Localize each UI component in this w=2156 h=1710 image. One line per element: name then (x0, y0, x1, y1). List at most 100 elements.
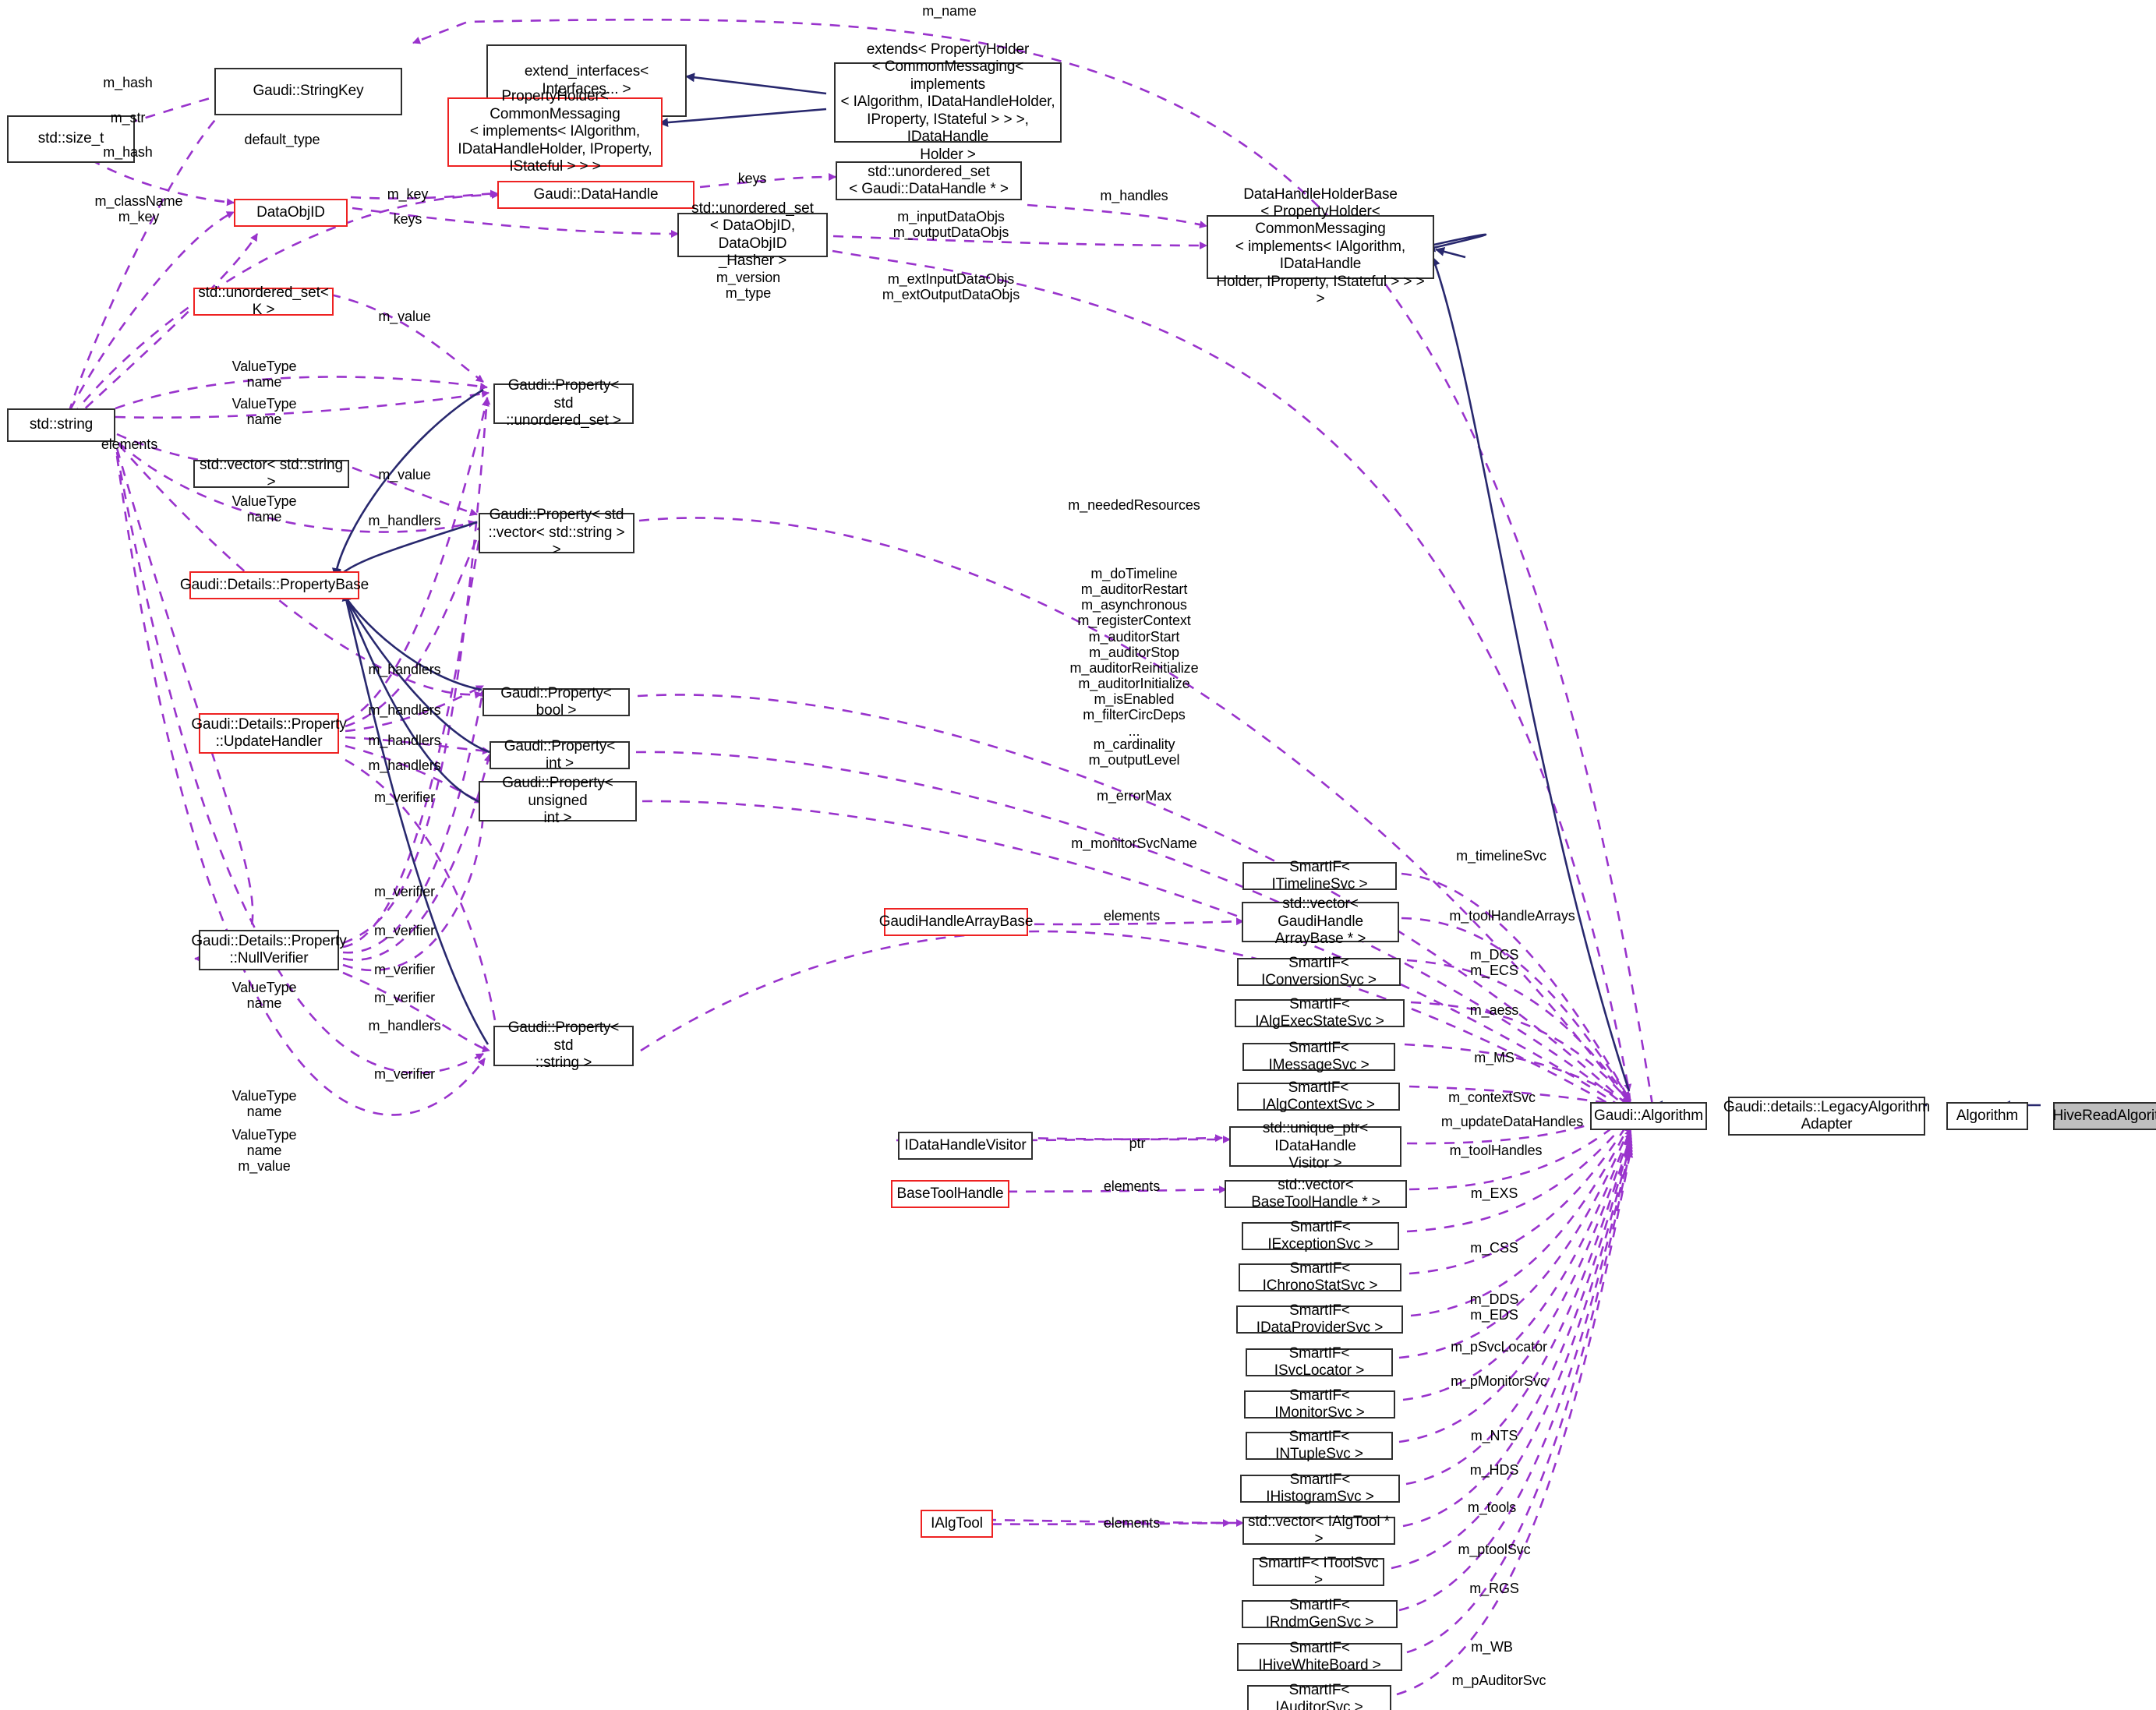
class-node-smartif_monitor[interactable]: SmartIF< IMonitorSvc > (1244, 1387, 1395, 1421)
edge-label-l_keys_uos: keys (737, 171, 767, 186)
edge-label-l_mnts: m_NTS (1470, 1428, 1518, 1443)
edge-label-l_mhash1: m_hash (103, 75, 153, 90)
class-node-smartif_hivewb[interactable]: SmartIF< IHiveWhiteBoard > (1237, 1640, 1402, 1673)
edge-label-l_flags: m_doTimeline m_auditorRestart m_asynchro… (1069, 566, 1199, 739)
edge-label-l_mcontextsvc: m_contextSvc (1448, 1090, 1536, 1105)
edge-label-l_mhandlers5: m_handlers (368, 1018, 441, 1033)
class-node-uos_dataobjid[interactable]: std::unordered_set < DataObjID, DataObjI… (677, 200, 828, 269)
class-node-smartif_dataprov[interactable]: SmartIF< IDataProviderSvc > (1236, 1302, 1403, 1336)
edge-label-l_mstr: m_str (110, 110, 146, 125)
edge-label-l_mvalue1: m_value (378, 309, 431, 324)
class-node-size_t[interactable]: std::size_t (7, 115, 135, 163)
class-node-datahandle[interactable]: Gaudi::DataHandle (497, 181, 695, 209)
edge-label-l_mtoolhandles: m_toolHandles (1449, 1143, 1543, 1158)
class-node-gaudi_algorithm[interactable]: Gaudi::Algorithm (1590, 1102, 1707, 1130)
class-node-smartif_msg[interactable]: SmartIF< IMessageSvc > (1242, 1040, 1395, 1073)
class-node-vec_string[interactable]: std::vector< std::string > (193, 457, 349, 490)
edge-label-l_mcss: m_CSS (1470, 1240, 1518, 1256)
edge-label-l_mhandlers3: m_handlers (368, 733, 441, 748)
class-node-dataobjid[interactable]: DataObjID (234, 199, 348, 227)
class-node-nullverifier[interactable]: Gaudi::Details::Property ::NullVerifier (191, 930, 347, 970)
edge-label-l_mkey_dh: m_key (387, 186, 429, 202)
class-node-hivereadalgorithm[interactable]: HiveReadAlgorithm (2053, 1102, 2156, 1130)
class-node-handlearraybase[interactable]: GaudiHandleArrayBase (879, 908, 1033, 936)
edge-label-l_mpsvcloc: m_pSvcLocator (1451, 1339, 1547, 1355)
class-node-vec_handlearray[interactable]: std::vector< GaudiHandle ArrayBase * > (1242, 896, 1399, 947)
class-node-vec_basetool[interactable]: std::vector< BaseToolHandle * > (1225, 1177, 1407, 1210)
class-node-prop_string[interactable]: Gaudi::Property< std ::string > (493, 1019, 634, 1071)
class-node-prop_uos[interactable]: Gaudi::Property< std ::unordered_set > (493, 377, 634, 429)
class-node-basetoolhandle[interactable]: BaseToolHandle (891, 1180, 1009, 1208)
edge-label-l_vt6: ValueType name m_value (232, 1127, 297, 1175)
class-node-prop_vec_string[interactable]: Gaudi::Property< std ::vector< std::stri… (479, 507, 634, 558)
class-node-prop_bool[interactable]: Gaudi::Property< bool > (482, 685, 630, 719)
edge-label-l_mtoolhandlearr: m_toolHandleArrays (1449, 908, 1575, 924)
class-node-stringkey[interactable]: Gaudi::StringKey (214, 68, 402, 115)
edge-label-l_ptr: ptr (1129, 1136, 1146, 1151)
edge-label-l_mdcs: m_DCS m_ECS (1469, 947, 1519, 979)
class-node-algorithm[interactable]: Algorithm (1946, 1102, 2028, 1130)
class-node-uos_datahandle[interactable]: std::unordered_set < Gaudi::DataHandle *… (836, 161, 1022, 200)
edge-label-l_elements_str: elements (101, 436, 158, 452)
class-node-smartif_histo[interactable]: SmartIF< IHistogramSvc > (1240, 1472, 1400, 1505)
class-node-smartif_ntuple[interactable]: SmartIF< INTupleSvc > (1246, 1429, 1393, 1462)
edge-label-l_mverifier5: m_verifier (373, 1066, 436, 1082)
class-node-smartif_tool[interactable]: SmartIF< IToolSvc > (1253, 1555, 1384, 1588)
edge-label-l_mtimelinesvc: m_timelineSvc (1456, 848, 1546, 864)
class-node-smartif_rndm[interactable]: SmartIF< IRndmGenSvc > (1242, 1597, 1398, 1631)
class-node-uniq_idhvisitor[interactable]: std::unique_ptr< IDataHandle Visitor > (1229, 1120, 1401, 1171)
class-node-propertyholder[interactable]: PropertyHolder< CommonMessaging < implem… (447, 88, 663, 175)
class-node-idhvisitor[interactable]: IDataHandleVisitor (898, 1132, 1033, 1160)
edge-label-l_vt1: ValueType name (232, 359, 297, 390)
edge-label-l_mverifier2: m_verifier (373, 923, 436, 938)
edge-label-l_mpauditor: m_pAuditorSvc (1451, 1673, 1546, 1688)
class-node-extends_ph[interactable]: extends< PropertyHolder < CommonMessagin… (834, 41, 1062, 163)
class-node-smartif_svcloc[interactable]: SmartIF< ISvcLocator > (1246, 1345, 1393, 1379)
edge-label-l_merrormax: m_errorMax (1096, 788, 1172, 804)
edge-label-l_vt2: ValueType name (232, 396, 297, 428)
edge-label-l_mms: m_MS (1474, 1050, 1515, 1065)
class-node-stdstring[interactable]: std::string (7, 408, 115, 442)
class-node-smartif_conv[interactable]: SmartIF< IConversionSvc > (1237, 955, 1401, 988)
edge-label-l_mverifier3: m_verifier (373, 962, 436, 977)
class-node-propertybase[interactable]: Gaudi::Details::PropertyBase (180, 571, 369, 599)
class-node-updatehandler[interactable]: Gaudi::Details::Property ::UpdateHandler (191, 713, 347, 754)
class-node-prop_uint[interactable]: Gaudi::Property< unsigned int > (479, 775, 637, 826)
class-node-smartif_exc[interactable]: SmartIF< IExceptionSvc > (1242, 1219, 1399, 1252)
edge-label-l_maess: m_aess (1469, 1002, 1519, 1018)
class-node-vec_ialgtool[interactable]: std::vector< IAlgTool * > (1242, 1514, 1395, 1547)
edge-label-l_mverifier0: m_verifier (373, 790, 436, 805)
edge-label-l_mhds: m_HDS (1469, 1462, 1519, 1478)
class-node-ialgtool[interactable]: IAlgTool (921, 1510, 993, 1538)
class-node-prop_int[interactable]: Gaudi::Property< int > (490, 738, 630, 772)
class-node-smartif_chrono[interactable]: SmartIF< IChronoStatSvc > (1239, 1260, 1401, 1294)
class-node-smartif_auditor[interactable]: SmartIF< IAuditorSvc > (1247, 1682, 1391, 1710)
edge-label-l_inputobjs: m_inputDataObjs m_outputDataObjs (892, 209, 1009, 241)
edge-label-l_vt3: ValueType name (232, 493, 297, 525)
edge-label-l_mhandlers0: m_handlers (368, 513, 441, 528)
edge-label-l_mdds: m_DDS m_EDS (1469, 1291, 1519, 1323)
edge-label-l_defaulttype: default_type (244, 132, 320, 147)
edge-label-l_mname: m_name (922, 3, 977, 19)
edge-label-l_mhandlers2: m_handlers (368, 702, 441, 718)
class-node-uos_k[interactable]: std::unordered_set< K > (193, 284, 334, 318)
class-node-legacy_adapter[interactable]: Gaudi::details::LegacyAlgorithm Adapter (1723, 1097, 1930, 1136)
class-node-dhhb[interactable]: DataHandleHolderBase < PropertyHolder< C… (1207, 186, 1434, 307)
edge-label-l_elements_gha: elements (1103, 908, 1161, 924)
edge-label-l_vt5: ValueType name (232, 1088, 297, 1120)
edge-label-l_mpmonitor: m_pMonitorSvc (1451, 1373, 1547, 1389)
class-node-smartif_algctx[interactable]: SmartIF< IAlgContextSvc > (1237, 1079, 1400, 1113)
edge-label-l_mhandlers1: m_handlers (368, 662, 441, 677)
class-node-smartif_algexec[interactable]: SmartIF< IAlgExecStateSvc > (1235, 996, 1405, 1030)
edge-label-l_extobjs: m_extInputDataObjs m_extOutputDataObjs (882, 271, 1020, 303)
edge-label-l_mmonitorsvc: m_monitorSvcName (1071, 836, 1197, 851)
edge-label-l_elements_bth: elements (1103, 1178, 1161, 1194)
class-node-smartif_timeline[interactable]: SmartIF< ITimelineSvc > (1242, 859, 1397, 892)
edge-label-l_mhandles: m_handles (1100, 188, 1168, 203)
edge-label-l_mptoolsvc: m_ptoolSvc (1458, 1542, 1531, 1557)
edge-label-l_mupdatedata: m_updateDataHandles (1440, 1114, 1584, 1129)
edge-label-l_cardinality: m_cardinality m_outputLevel (1088, 737, 1180, 768)
edge-label-l_mrgs: m_RGS (1469, 1581, 1519, 1596)
